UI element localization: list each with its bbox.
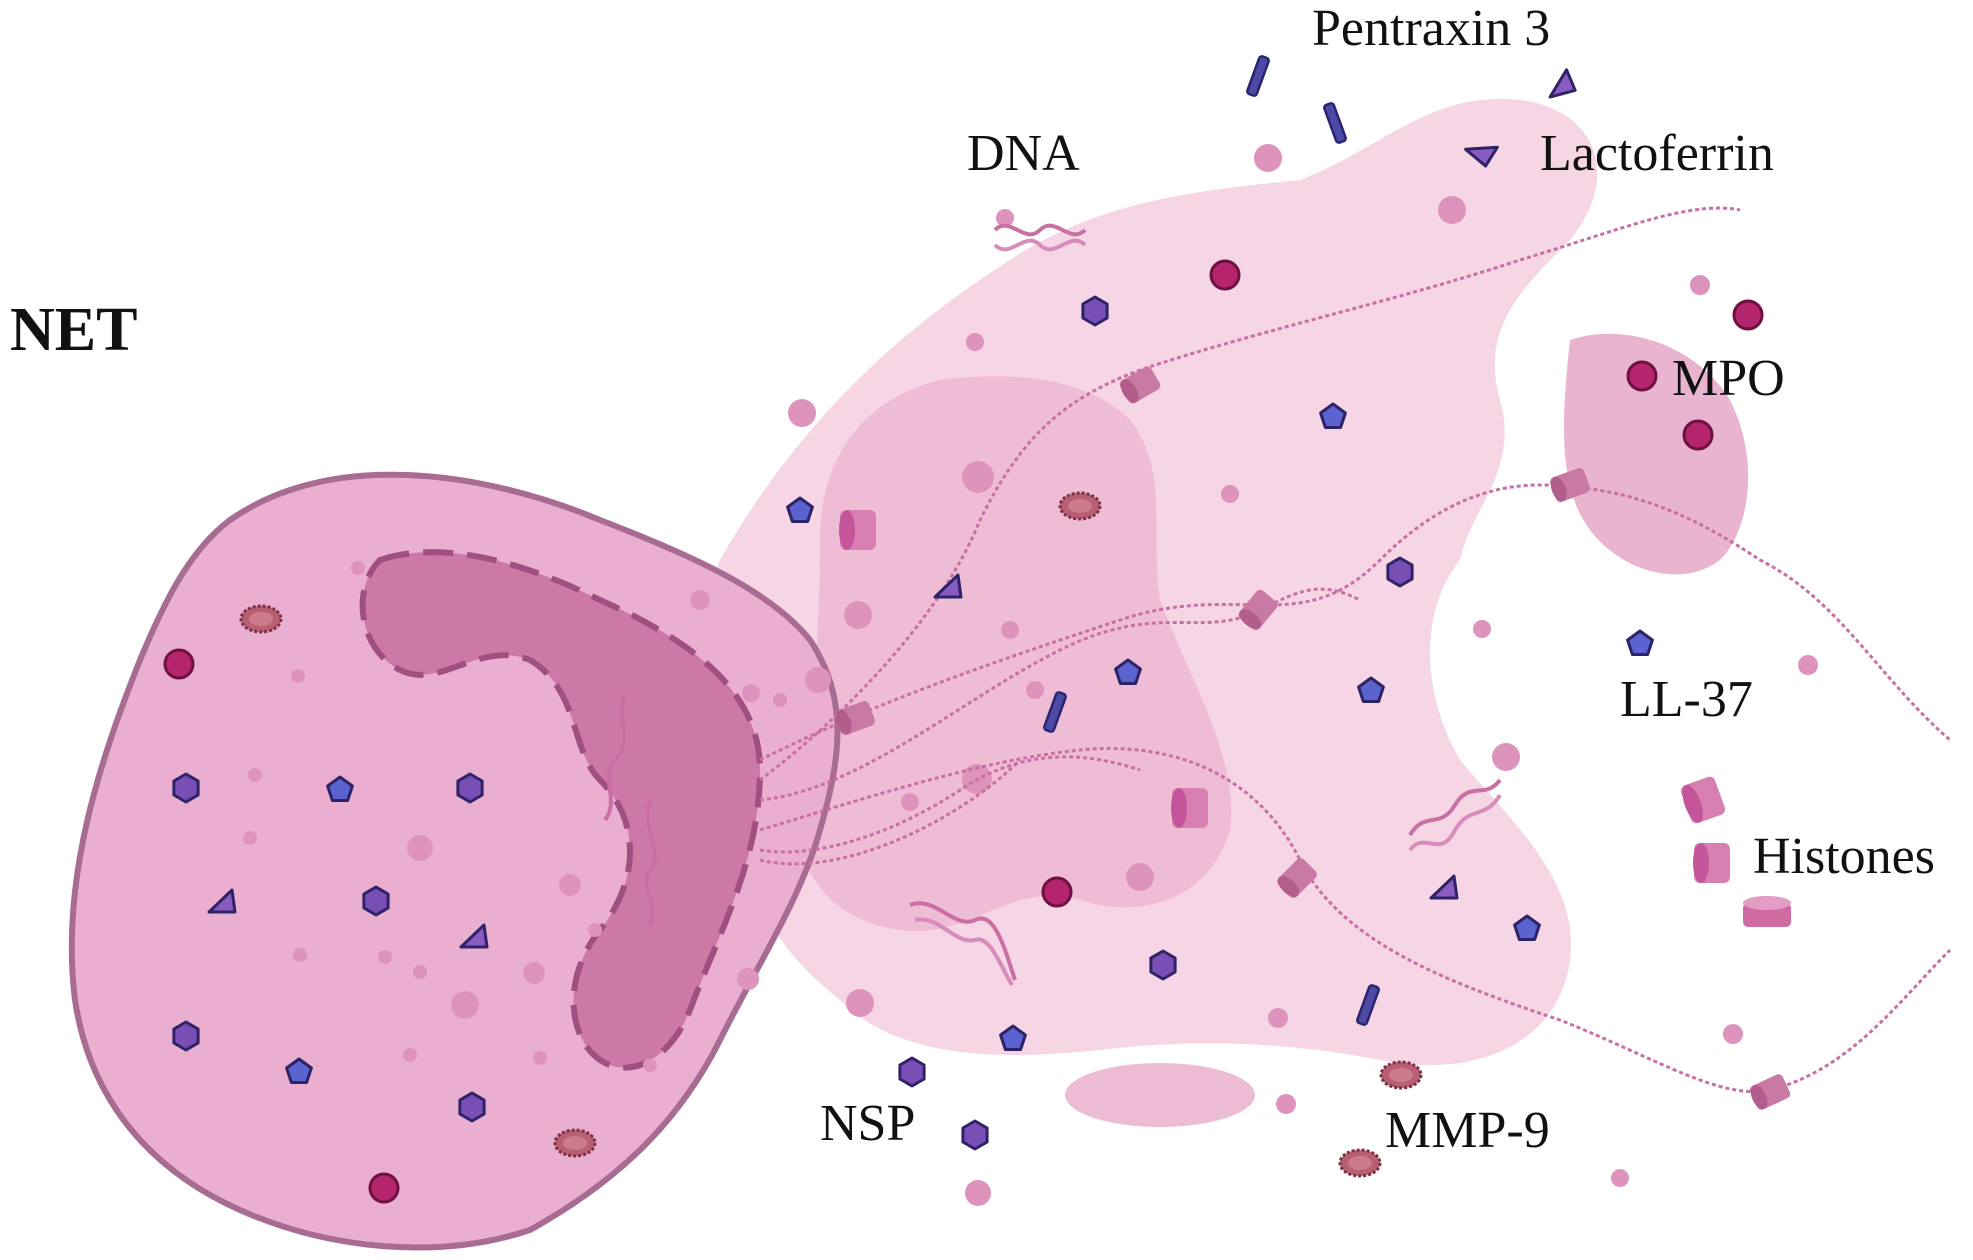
label-lactoferrin: Lactoferrin bbox=[1540, 125, 1774, 182]
label-histones: Histones bbox=[1753, 828, 1935, 885]
granules bbox=[243, 144, 1818, 1206]
nucleus bbox=[359, 549, 764, 1071]
label-pentraxin: Pentraxin 3 bbox=[1312, 0, 1550, 57]
figure-title: NET bbox=[10, 296, 137, 364]
label-dna: DNA bbox=[967, 125, 1080, 182]
label-nsp: NSP bbox=[820, 1095, 915, 1152]
label-ll37: LL-37 bbox=[1620, 671, 1753, 728]
net-cloud bbox=[640, 98, 1749, 1127]
label-mpo: MPO bbox=[1672, 350, 1785, 407]
label-mmp9: MMP-9 bbox=[1385, 1102, 1550, 1159]
neutrophil-cell bbox=[68, 471, 841, 1251]
